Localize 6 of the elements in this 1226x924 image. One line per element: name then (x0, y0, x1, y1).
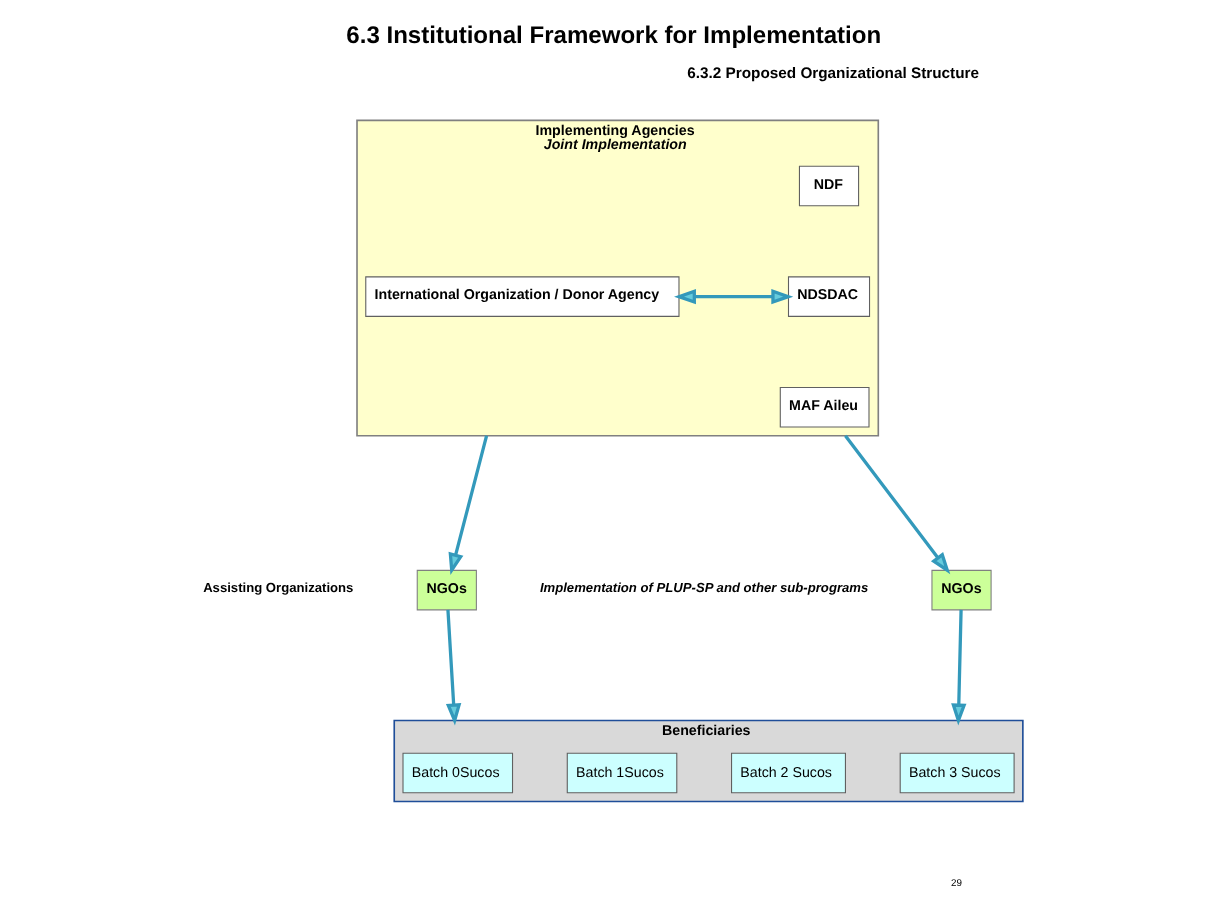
arrow (951, 609, 967, 726)
arrow (844, 434, 951, 575)
diagram-title: 6.3 Institutional Framework for Implementation (346, 21, 882, 50)
arrow (445, 609, 462, 726)
arrow (674, 288, 794, 305)
arrow (448, 435, 489, 575)
